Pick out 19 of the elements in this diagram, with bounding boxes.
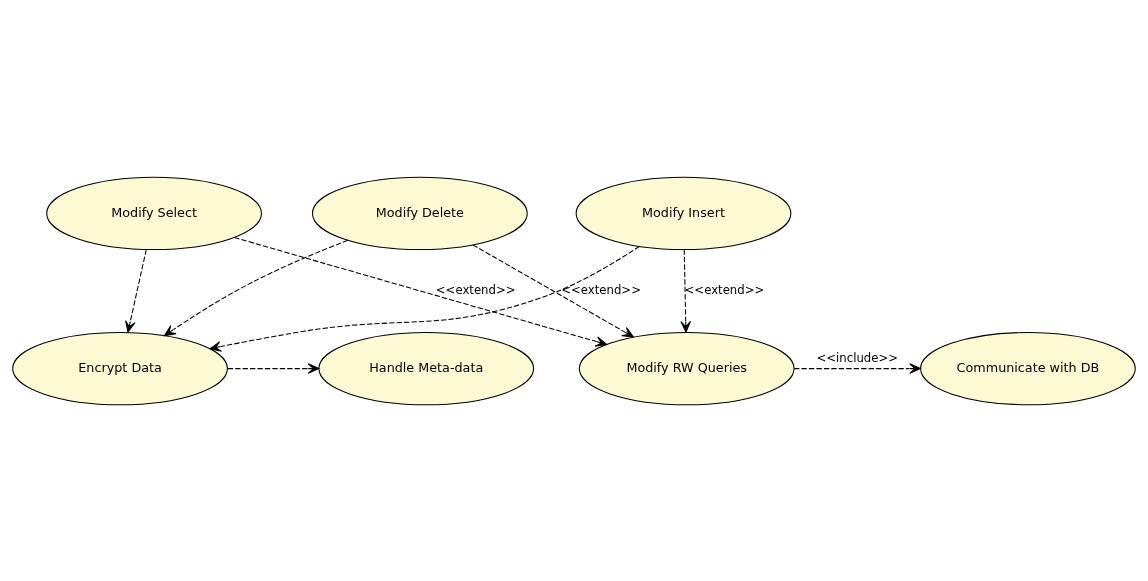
- arrow: [793, 362, 921, 374]
- arrow: [125, 248, 147, 333]
- node-ellipse: Modify RW Queries: [578, 331, 795, 405]
- node-ellipse: Handle Meta-data: [318, 331, 535, 405]
- node-ellipse: Encrypt Data: [12, 331, 228, 405]
- node-ellipse: Communicate with DB: [920, 331, 1136, 405]
- arrow: [472, 243, 634, 337]
- edge-label: <<extend>>: [684, 282, 765, 297]
- edge-label: <<include>>: [816, 350, 899, 365]
- edge-label: <<extend>>: [561, 282, 641, 297]
- arrow: [164, 239, 349, 336]
- node-ellipse: Modify Select: [46, 176, 262, 250]
- arrow: [227, 362, 320, 374]
- arrow: [209, 245, 640, 352]
- arrow: [680, 248, 692, 333]
- arrow: [233, 236, 608, 347]
- edge-label: <<extend>>: [435, 282, 516, 297]
- node-ellipse: Modify Insert: [575, 176, 792, 250]
- node-ellipse: Modify Delete: [311, 176, 528, 250]
